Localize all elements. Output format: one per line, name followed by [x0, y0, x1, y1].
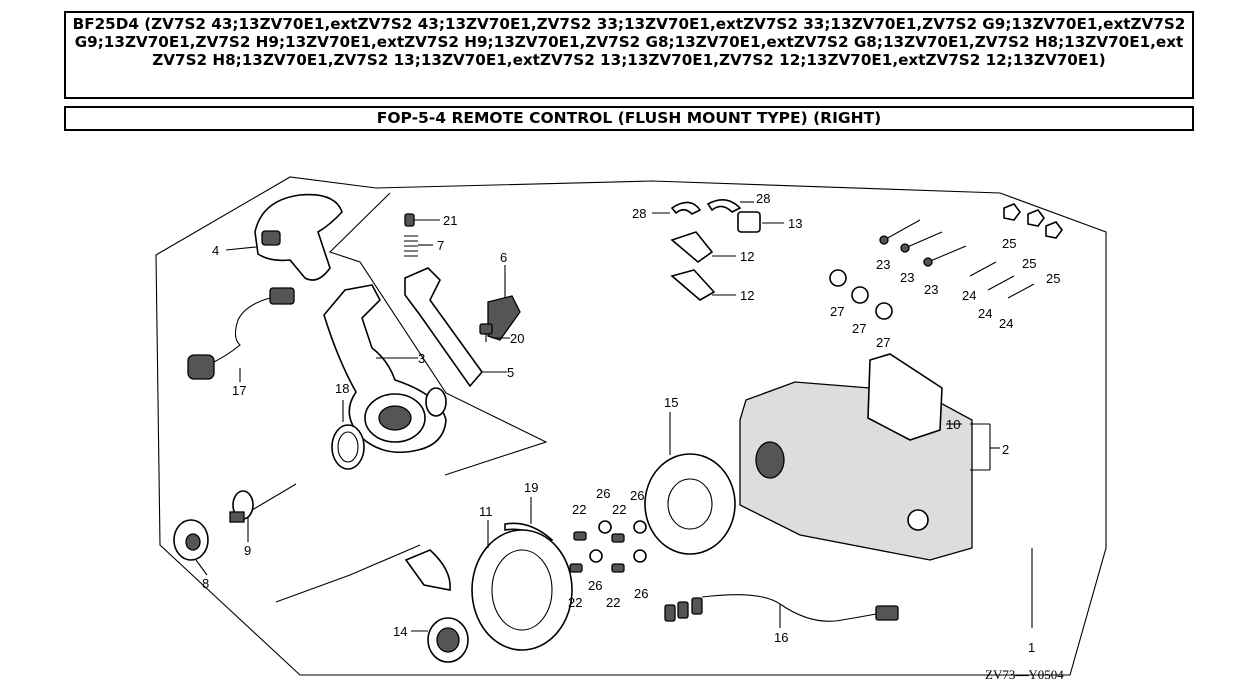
callout-19: 19 [524, 480, 538, 495]
callout-22a: 22 [572, 502, 586, 517]
callout-27a: 27 [830, 304, 844, 319]
bracket-part[interactable] [404, 549, 451, 591]
wire-harness-part[interactable] [664, 594, 899, 622]
shaft-part[interactable] [229, 483, 297, 523]
detent-plate-part[interactable] [644, 453, 736, 555]
lever-handle-part[interactable] [254, 193, 343, 281]
callout-28a: 28 [632, 206, 646, 221]
clips-part-28[interactable] [670, 199, 742, 215]
assembly-boundary-line [155, 176, 1107, 676]
callout-25c: 25 [1046, 271, 1060, 286]
callout-28b: 28 [756, 191, 770, 206]
callout-16: 16 [774, 630, 788, 645]
callout-17: 17 [232, 383, 246, 398]
callout-15: 15 [664, 395, 678, 410]
callout-23a: 23 [876, 257, 890, 272]
callout-23b: 23 [900, 270, 914, 285]
callout-22b: 22 [612, 502, 626, 517]
callout-22d: 22 [606, 595, 620, 610]
callout-4: 4 [212, 243, 219, 258]
callout-12a: 12 [740, 249, 754, 264]
block-part-13[interactable] [737, 211, 761, 233]
screw-part-20[interactable] [479, 323, 493, 342]
cover-part[interactable] [471, 529, 573, 651]
callout-1: 1 [1028, 640, 1035, 655]
section-title: FOP-5-4 REMOTE CONTROL (FLUSH MOUNT TYPE… [64, 106, 1194, 131]
gear-part[interactable] [427, 617, 469, 663]
screws-part-23[interactable] [879, 219, 967, 267]
callout-24a: 24 [962, 288, 976, 303]
callout-23c: 23 [924, 282, 938, 297]
callout-26d: 26 [634, 586, 648, 601]
bracket-part-12[interactable] [670, 231, 716, 301]
callout-25a: 25 [1002, 236, 1016, 251]
callout-13: 13 [788, 216, 802, 231]
callout-26c: 26 [588, 578, 602, 593]
guide-line-upper [328, 192, 548, 476]
leader-lines [195, 201, 1033, 632]
callout-11: 11 [479, 504, 493, 519]
callout-18: 18 [335, 381, 349, 396]
washers-part-27[interactable] [829, 269, 893, 320]
model-applicability-header: BF25D4 (ZV7S2 43;13ZV70E1,extZV7S2 43;13… [64, 11, 1194, 99]
nuts-part-25[interactable] [1003, 203, 1063, 239]
callout-3: 3 [418, 351, 425, 366]
callout-9: 9 [244, 543, 251, 558]
callout-10: 10 [946, 417, 960, 432]
callout-24b: 24 [978, 306, 992, 321]
callout-26a: 26 [596, 486, 610, 501]
switch-harness-part[interactable] [187, 287, 295, 380]
callout-24c: 24 [999, 316, 1013, 331]
screw-part-21[interactable] [404, 213, 415, 227]
screws-part-24[interactable] [969, 261, 1035, 299]
callout-14: 14 [393, 624, 407, 639]
callout-labels: 1 2 3 4 5 6 7 8 9 10 11 12 12 13 14 15 1… [202, 191, 1060, 655]
callout-27c: 27 [876, 335, 890, 350]
callout-8: 8 [202, 576, 209, 591]
drawing-code: ZV73—Y0504 [985, 667, 1064, 682]
callout-22c: 22 [568, 595, 582, 610]
callout-7: 7 [437, 238, 444, 253]
callout-20: 20 [510, 331, 524, 346]
knob-part[interactable] [173, 519, 209, 561]
callout-25b: 25 [1022, 256, 1036, 271]
fasteners-part-22-26[interactable] [569, 520, 647, 573]
callout-21: 21 [443, 213, 457, 228]
callout-12b: 12 [740, 288, 754, 303]
control-arm-part[interactable] [323, 284, 447, 454]
ring-part-18[interactable] [331, 424, 365, 470]
callout-2: 2 [1002, 442, 1009, 457]
callout-26b: 26 [630, 488, 644, 503]
link-arm-part[interactable] [404, 267, 484, 388]
spring-part-7[interactable] [404, 235, 418, 257]
guide-line-lower [275, 544, 421, 603]
callout-6: 6 [500, 250, 507, 265]
callout-27b: 27 [852, 321, 866, 336]
callout-5: 5 [507, 365, 514, 380]
housing-part[interactable] [739, 353, 973, 561]
